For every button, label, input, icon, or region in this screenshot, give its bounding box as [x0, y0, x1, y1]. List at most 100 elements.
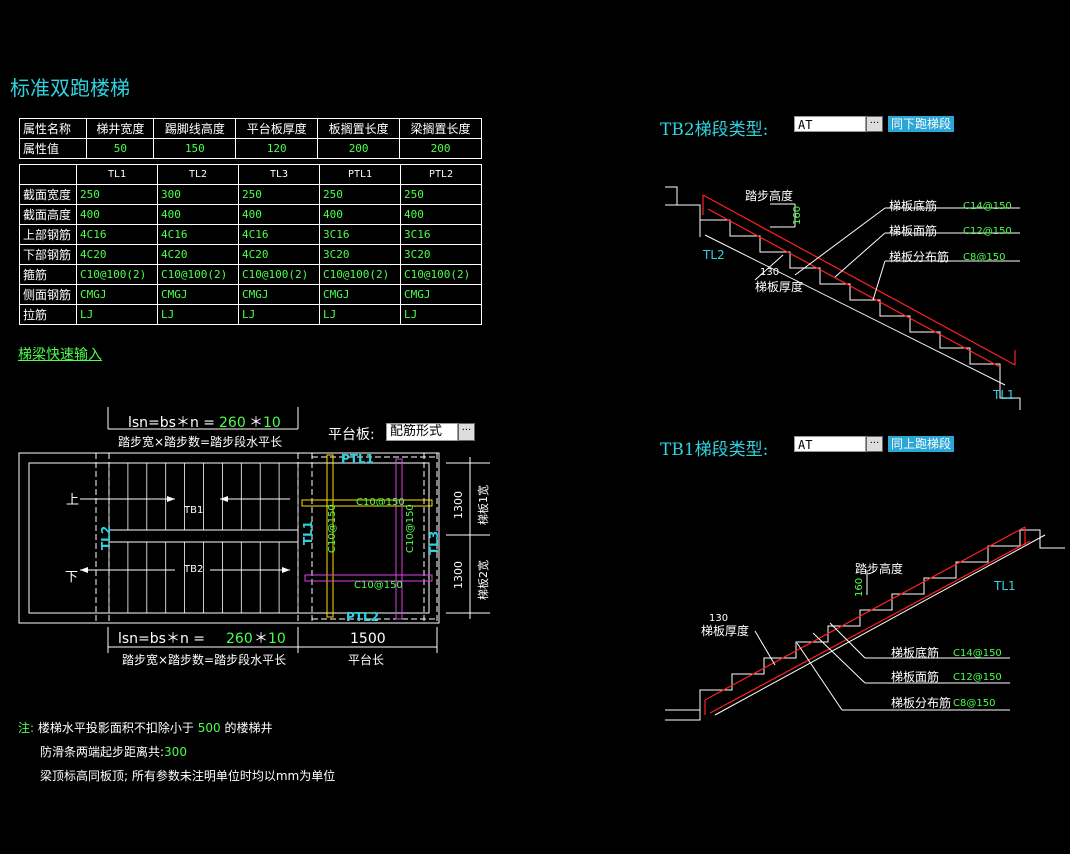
beam-row-label: 拉筋 [19, 304, 77, 325]
up-arrow-icon [167, 496, 175, 502]
quick-beam-input-link[interactable]: 梯梁快速输入 [18, 347, 102, 363]
antislip-distance-value[interactable]: 300 [164, 745, 187, 759]
beam-cell[interactable]: 400 [157, 204, 239, 225]
right-arrow-icon [282, 567, 290, 573]
note-2-text: 防滑条两端起步距离共: [40, 745, 165, 759]
tb2-type-select[interactable]: AT [794, 116, 866, 132]
beam-cell[interactable]: 250 [319, 184, 401, 205]
width2-value[interactable]: 1300 [452, 561, 465, 589]
beam-cell[interactable]: 400 [76, 204, 158, 225]
page-title: 标准双跑楼梯 [10, 76, 130, 100]
same-as-upper-run-button[interactable]: 同上跑梯段 [888, 436, 955, 452]
same-as-lower-run-button[interactable]: 同下跑梯段 [888, 116, 955, 132]
rebar-top-label: C10@150 [356, 497, 405, 508]
tb2-step-height-label: 踏步高度 [745, 188, 793, 203]
tb1-type-select[interactable]: AT [794, 436, 866, 452]
step-width-top[interactable]: 260 [219, 415, 246, 431]
platform-more-button[interactable]: ··· [458, 423, 475, 441]
beam-cell[interactable]: C10@100(2) [319, 264, 401, 285]
beam-cell[interactable]: C10@100(2) [238, 264, 320, 285]
beam-row-label: 下部钢筋 [19, 244, 77, 265]
beam-cell[interactable]: C10@100(2) [76, 264, 158, 285]
leader-line [872, 260, 886, 301]
step-count-bottom[interactable]: 10 [268, 631, 286, 647]
beam-cell[interactable]: LJ [400, 304, 482, 325]
tb2-bottom-rebar-value[interactable]: C14@150 [963, 201, 1012, 212]
tb2-step-outline [665, 186, 1021, 410]
beam-cell[interactable]: 3C16 [319, 224, 401, 245]
beam-cell[interactable]: 4C16 [76, 224, 158, 245]
property-value-cell[interactable]: 120 [235, 138, 319, 159]
tb1-thickness-value[interactable]: 130 [709, 613, 728, 624]
tb2-dist-rebar-value[interactable]: C8@150 [963, 252, 1005, 263]
tb1-dist-rebar-value[interactable]: C8@150 [953, 698, 995, 709]
beam-cell[interactable]: 3C20 [319, 244, 401, 265]
property-value-cell[interactable]: 150 [153, 138, 237, 159]
tb1-more-button[interactable]: ··· [866, 436, 883, 452]
beam-cell[interactable]: 400 [319, 204, 401, 225]
beam-cell[interactable]: 300 [157, 184, 239, 205]
beam-cell[interactable]: 250 [76, 184, 158, 205]
beam-row-label: 侧面钢筋 [19, 284, 77, 305]
beam-cell[interactable]: LJ [76, 304, 158, 325]
platform-reinforcement-select[interactable]: 配筋形式 [386, 423, 458, 441]
tb1-soffit-line [714, 534, 1046, 716]
beam-cell[interactable]: CMGJ [157, 284, 239, 305]
beam-header: TL3 [238, 164, 320, 185]
tb1-face-rebar-value[interactable]: C12@150 [953, 672, 1002, 683]
property-header: 梁搁置长度 [399, 118, 482, 139]
beam-cell[interactable]: LJ [157, 304, 239, 325]
tb1-step-height-value[interactable]: 160 [854, 578, 865, 597]
property-header: 踢脚线高度 [153, 118, 237, 139]
property-value-cell[interactable]: 200 [317, 138, 401, 159]
tb2-face-rebar-value[interactable]: C12@150 [963, 226, 1012, 237]
tb2-thickness-value[interactable]: 130 [760, 267, 779, 278]
beam-cell[interactable]: LJ [319, 304, 401, 325]
beam-cell[interactable]: 400 [400, 204, 482, 225]
width1-value[interactable]: 1300 [452, 491, 465, 519]
beam-cell[interactable]: 4C20 [76, 244, 158, 265]
beam-header: TL2 [157, 164, 239, 185]
beam-cell[interactable]: 250 [238, 184, 320, 205]
leader-line [794, 207, 886, 276]
tb2-bottom-rebar [707, 208, 1001, 368]
property-header: 板搁置长度 [317, 118, 401, 139]
step-width-bottom[interactable]: 260 [226, 631, 253, 647]
beam-cell[interactable]: 4C16 [238, 224, 320, 245]
beam-cell[interactable]: 4C20 [157, 244, 239, 265]
tb2-type-label: TB2梯段类型: [660, 120, 769, 140]
tb2-more-button[interactable]: ··· [866, 116, 883, 132]
tb1-bottom-rebar-value[interactable]: C14@150 [953, 648, 1002, 659]
beam-cell[interactable]: CMGJ [76, 284, 158, 305]
tb2-step-height-value[interactable]: 160 [792, 206, 803, 225]
beam-cell[interactable]: 400 [238, 204, 320, 225]
tb1-type-label: TB1梯段类型: [660, 440, 769, 460]
beam-cell[interactable]: CMGJ [400, 284, 482, 305]
beam-cell[interactable]: LJ [238, 304, 320, 325]
beam-cell[interactable]: CMGJ [319, 284, 401, 305]
beam-cell[interactable]: CMGJ [238, 284, 320, 305]
property-table: 属性名称 梯井宽度 踢脚线高度 平台板厚度 板搁置长度 梁搁置长度 属性值 50… [18, 118, 482, 159]
tb2-bottom-rebar-label: 梯板底筋 [889, 198, 937, 213]
step-count-top[interactable]: 10 [263, 415, 281, 431]
beam-cell[interactable]: 3C16 [400, 224, 482, 245]
beam-cell[interactable]: C10@100(2) [157, 264, 239, 285]
property-header: 平台板厚度 [235, 118, 319, 139]
note-1-text-b: 的楼梯井 [224, 721, 273, 735]
outer-wall [18, 452, 440, 624]
beam-cell[interactable]: C10@100(2) [400, 264, 482, 285]
rebar-right-label: C10@150 [405, 504, 416, 553]
property-value-cell[interactable]: 200 [399, 138, 482, 159]
beam-cell[interactable]: 4C16 [157, 224, 239, 245]
beam-cell[interactable]: 250 [400, 184, 482, 205]
stairwell-threshold-value[interactable]: 500 [197, 721, 221, 735]
platform-length-value[interactable]: 1500 [350, 631, 386, 647]
beam-row-label: 箍筋 [19, 264, 77, 285]
tb1-thickness-label: 梯板厚度 [701, 623, 749, 638]
property-value-cell[interactable]: 50 [86, 138, 155, 159]
beam-cell[interactable]: 4C20 [238, 244, 320, 265]
tb2-section-drawing: 踏步高度 160 130 梯板厚度 梯板底筋 C14@150 梯板面筋 C12@… [665, 186, 1021, 410]
beam-cell[interactable]: 3C20 [400, 244, 482, 265]
